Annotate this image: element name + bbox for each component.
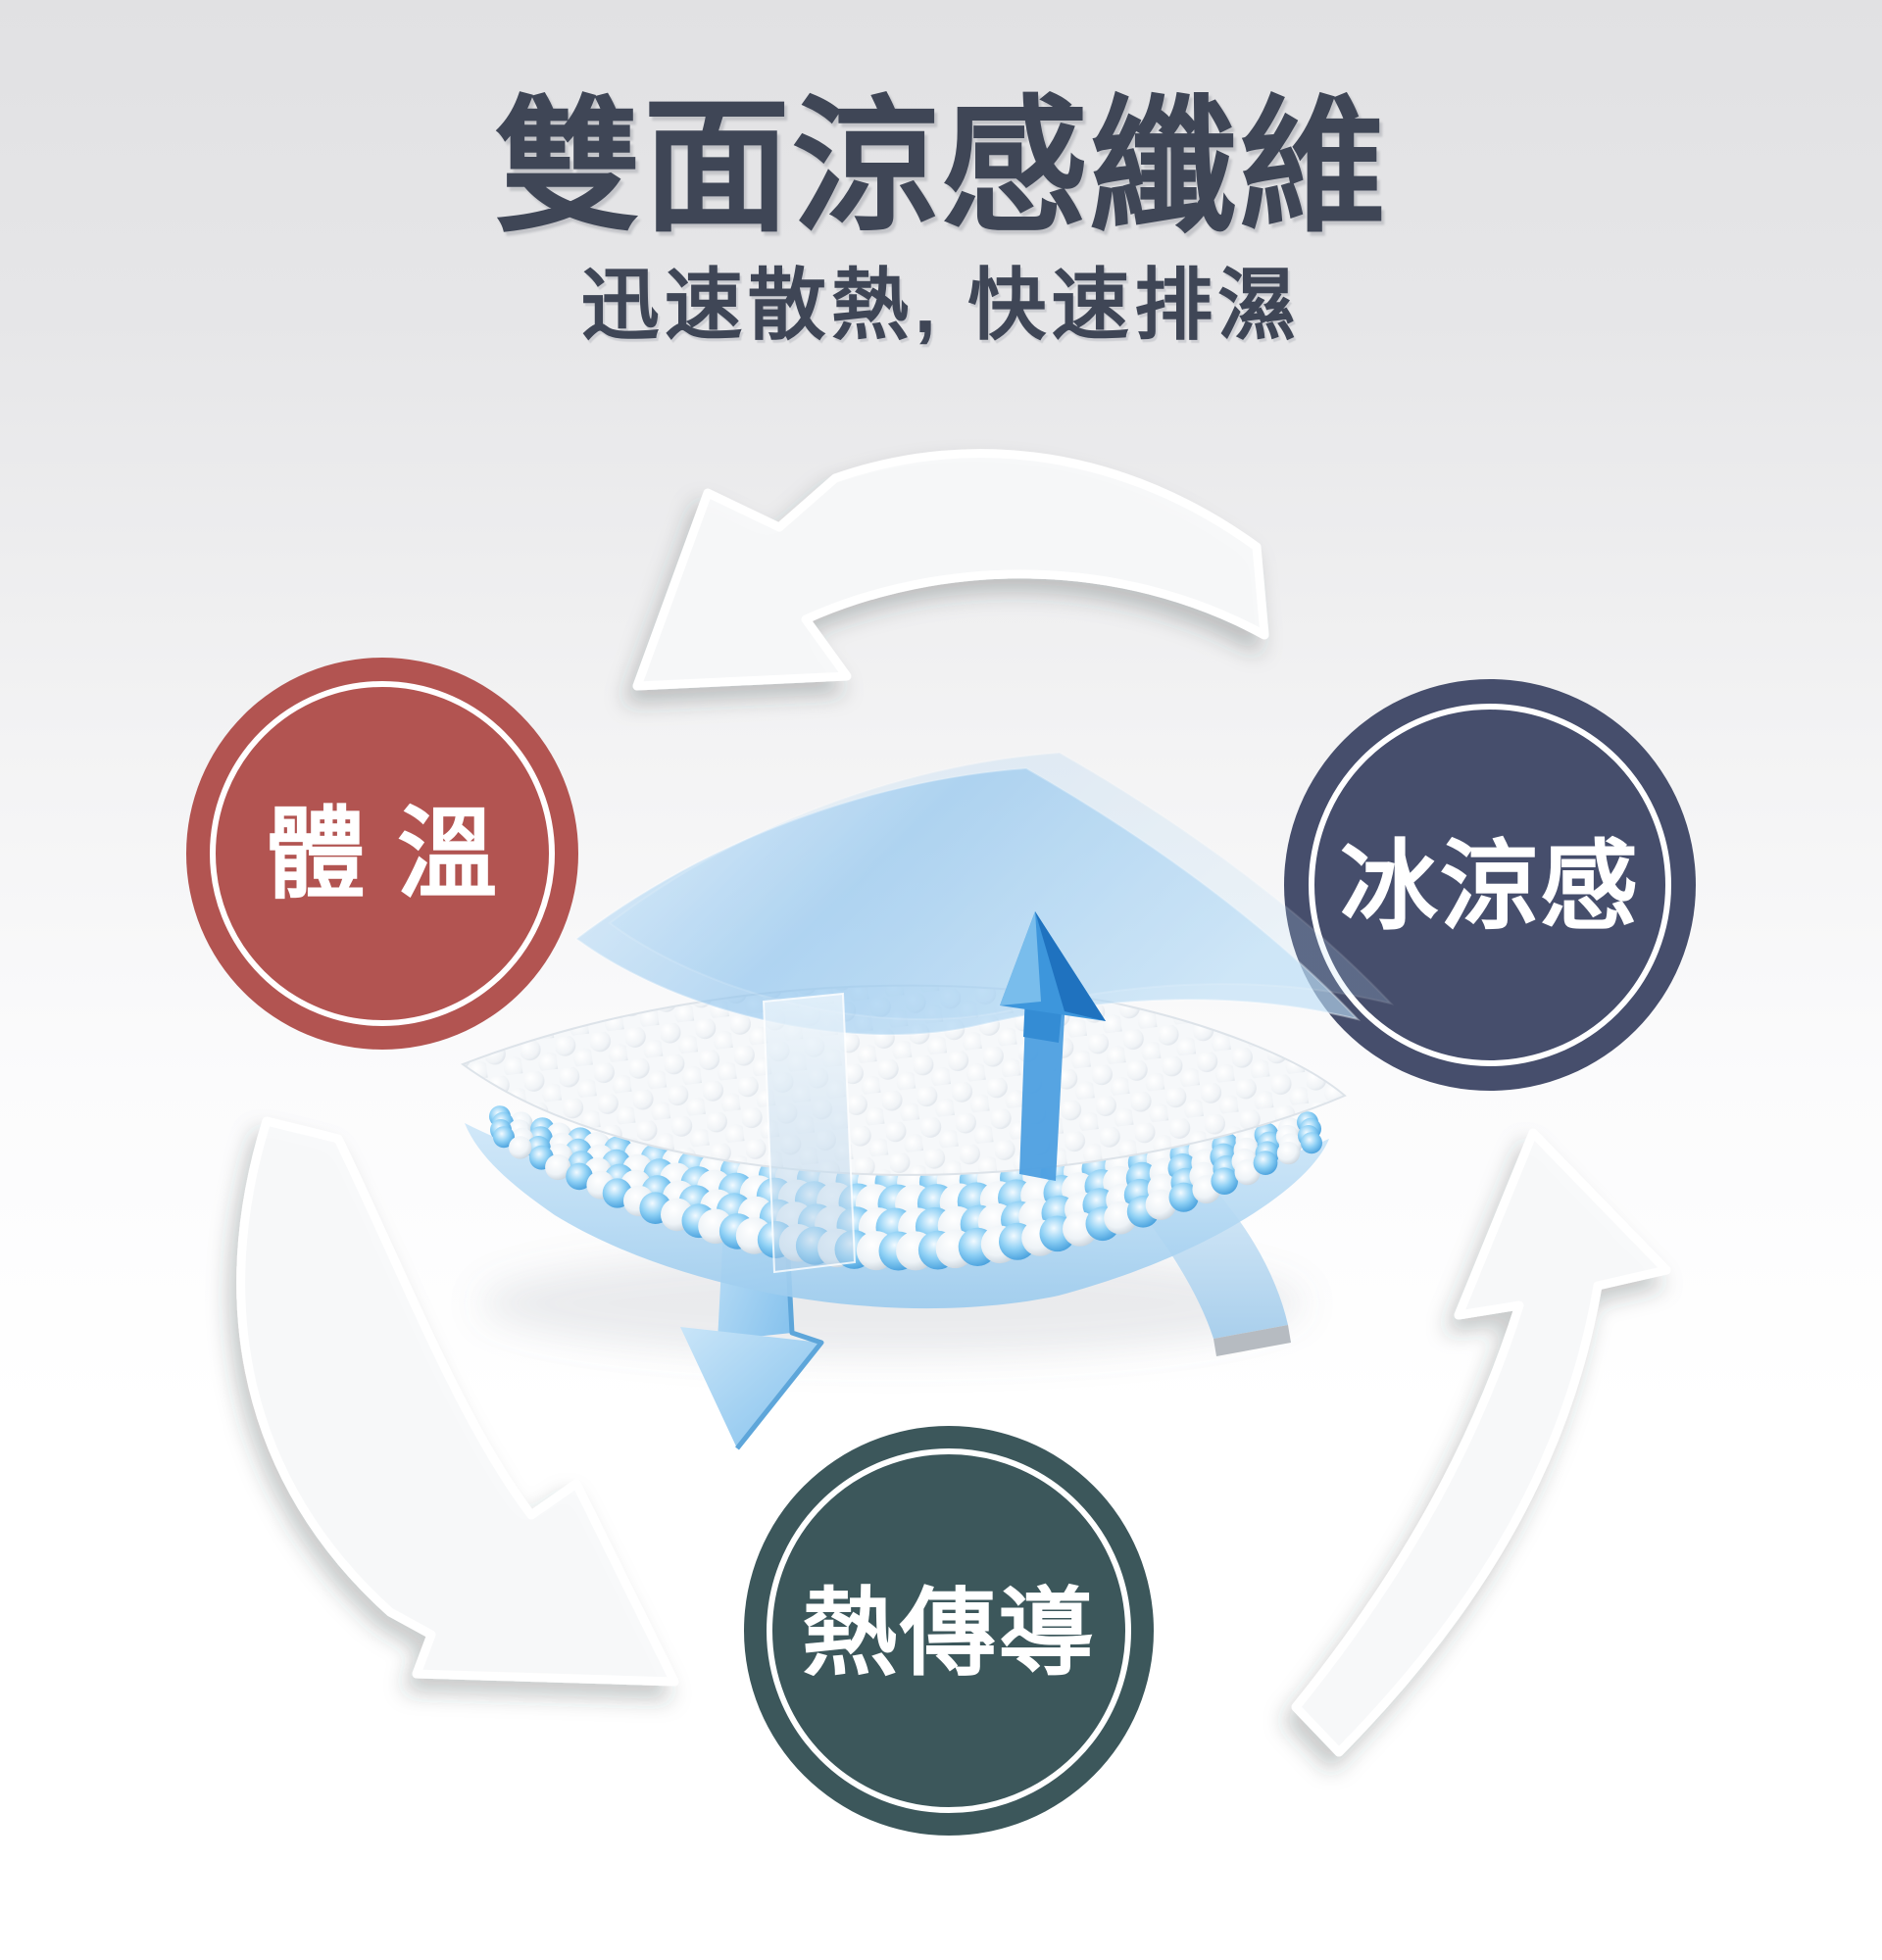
page-title: 雙面涼感纖維: [493, 84, 1388, 249]
node-circle: [1284, 679, 1696, 1091]
bottom-film-layer: [465, 1123, 1329, 1309]
node-ring: [767, 1448, 1131, 1813]
node-label-cooling-sensation: 冰涼感: [1340, 832, 1640, 942]
node-cooling-sensation: 冰涼感: [1284, 679, 1696, 1091]
cycle-arrow-top-icon: [632, 449, 1269, 691]
header: 雙面涼感纖維 迅速散熱, 快速排濕: [0, 0, 1882, 347]
node-label-heat-conduction: 熱傳導: [802, 1579, 1096, 1687]
node-label-body-temperature: 體 溫: [266, 799, 499, 910]
cycle-arrow-left-icon: [236, 1116, 679, 1687]
node-ring: [210, 681, 555, 1026]
node-heat-conduction: 熱傳導: [744, 1426, 1154, 1836]
node-body-temperature: 體 溫: [186, 658, 578, 1050]
air-layer: [460, 984, 1347, 1176]
cycle-arrow-right-icon: [1291, 1128, 1671, 1757]
cycle-arrows: [236, 449, 1671, 1757]
node-circle: [186, 658, 578, 1050]
fabric-illustration: [460, 752, 1392, 1450]
node-ring: [1309, 704, 1671, 1066]
node-circle: [744, 1426, 1154, 1836]
page-subtitle: 迅速散熱, 快速排濕: [580, 261, 1302, 349]
vapor-pane: [762, 992, 857, 1274]
top-cooling-film-back: [609, 752, 1392, 1021]
cool-up-arrow-icon: [1000, 911, 1106, 1043]
